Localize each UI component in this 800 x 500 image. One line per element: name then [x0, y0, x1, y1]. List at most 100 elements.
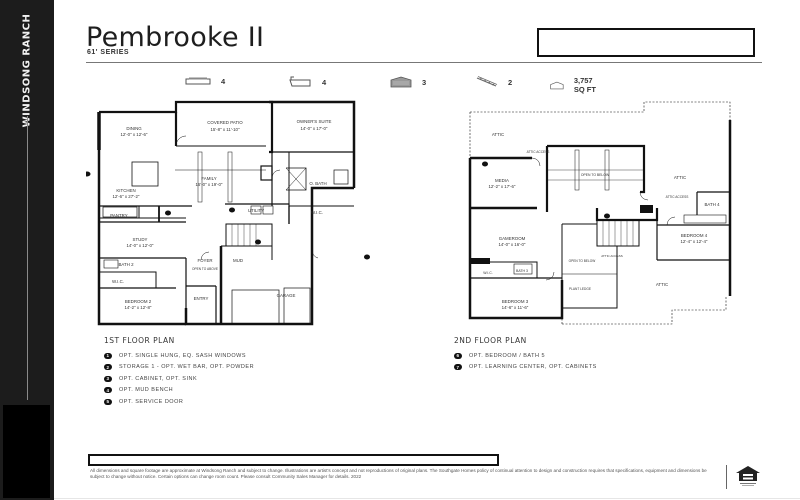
room-media-label: MEDIA — [495, 178, 509, 183]
legend-number-badge: 4 — [104, 387, 112, 394]
option-markers — [86, 171, 370, 260]
room-dining-label: DINING — [126, 126, 142, 131]
room-bath4-label: BATH 4 — [704, 202, 720, 207]
room-attic-ne-label: ATTIC — [674, 175, 686, 180]
room-attic-nw-label: ATTIC — [492, 132, 504, 137]
header-divider — [86, 62, 762, 63]
stat-bathrooms: 4 — [288, 76, 326, 88]
first-floor-legend: 1ST FLOOR PLAN 1 OPT. SINGLE HUNG, EQ. SA… — [104, 336, 254, 408]
room-bedroom4-label: BEDROOM 4 — [681, 233, 708, 238]
room-pantry-label: PANTRY — [110, 213, 127, 218]
legend-number-badge: 1 — [104, 352, 112, 359]
bathtub-icon — [289, 76, 311, 87]
brand-name: WINDSONG RANCH — [14, 10, 40, 130]
room-patio-dims: 15'-8" x 11'-10" — [210, 127, 240, 132]
legend-title: 2ND FLOOR PLAN — [454, 336, 527, 345]
room-bedroom3-dims: 14'-6" x 11'-6" — [502, 305, 529, 310]
legend-item: 1 OPT. SINGLE HUNG, EQ. SASH WINDOWS — [104, 350, 254, 362]
room-bedroom3-label: BEDROOM 3 — [502, 299, 529, 304]
legend-text: OPT. SINGLE HUNG, EQ. SASH WINDOWS — [119, 352, 247, 359]
room-bath2-label: BATH 2 — [118, 262, 134, 267]
room-plant-ledge-label: PLANT LEDGE — [569, 287, 591, 291]
footer-placeholder-box — [88, 454, 499, 466]
room-bedroom4-dims: 12'-4" x 12'-4" — [680, 239, 707, 244]
legend-text: OPT. BEDROOM / BATH 5 — [469, 352, 546, 359]
stat-square-footage: 3,757 SQ FT — [550, 76, 601, 94]
option-markers — [482, 161, 610, 219]
room-attic-access-1-label: ATTIC ACCESS — [527, 150, 550, 154]
plan-series: 61' SERIES — [87, 49, 130, 56]
room-bedroom2-dims: 14'-2" x 12'-8" — [124, 305, 151, 310]
brand-sidebar: WINDSONG RANCH — [0, 0, 54, 500]
legend-text: OPT. MUD BENCH — [119, 387, 174, 394]
room-bedroom2-label: BEDROOM 2 — [125, 299, 152, 304]
brand-label: WINDSONG RANCH — [21, 13, 33, 127]
room-dining-dims: 12'-0" x 12'-6" — [120, 132, 147, 137]
legend-number-badge: 6 — [454, 352, 462, 359]
stairs-icon — [476, 76, 498, 87]
stat-value: 2 — [508, 77, 513, 87]
plan-title: Pembrooke II — [86, 22, 265, 53]
room-kitchen-dims: 12'-6" x 27'-2" — [112, 194, 139, 199]
room-media-dims: 12'-2" x 17'-6" — [488, 184, 515, 189]
legend-item: 5 OPT. SERVICE DOOR — [104, 396, 254, 408]
sidebar-rule — [27, 116, 28, 400]
equal-housing-icon — [734, 465, 762, 487]
legend-number-badge: 5 — [104, 398, 112, 405]
stat-value: 4 — [221, 76, 226, 86]
room-wic3-label: W.I.C. — [483, 271, 493, 275]
room-gameroom-label: GAMEROOM — [499, 236, 526, 241]
legend-item: 7 OPT. LEARNING CENTER, OPT. CABINETS — [454, 362, 597, 374]
legend-text: OPT. LEARNING CENTER, OPT. CABINETS — [469, 364, 597, 371]
stat-garage: 3 — [390, 76, 426, 88]
stat-stories: 2 — [476, 76, 512, 88]
room-foyer-label: FOYER — [197, 258, 212, 263]
room-study-dims: 14'-0" x 12'-0" — [126, 243, 153, 248]
room-open-above-label: OPEN TO ABOVE — [192, 267, 218, 271]
header-placeholder-box — [537, 28, 755, 57]
legend-item: 3 OPT. CABINET, OPT. SINK — [104, 373, 254, 385]
room-open-below-1-label: OPEN TO BELOW — [581, 173, 610, 177]
stat-value: 4 — [322, 77, 327, 87]
stat-value: 3 — [422, 77, 427, 87]
room-obath-label: O. BATH — [309, 181, 326, 186]
room-mud-label: MUD — [233, 258, 243, 263]
room-patio-label: COVERED PATIO — [207, 120, 243, 125]
garage-icon — [390, 76, 412, 88]
legend-item: 6 OPT. BEDROOM / BATH 5 — [454, 350, 597, 362]
room-study-label: STUDY — [133, 237, 148, 242]
disclaimer-text: All dimensions and square footage are ap… — [90, 468, 707, 479]
room-wic-label: W.I.C. — [311, 210, 323, 215]
legend-text: OPT. CABINET, OPT. SINK — [119, 375, 198, 382]
legend-number-badge: 3 — [104, 375, 112, 382]
legend-title: 1ST FLOOR PLAN — [104, 336, 175, 345]
second-floor-plan: ATTIC ATTIC ACCESS MEDIA 12'-2" x 17'-6"… — [462, 100, 742, 332]
room-owners-suite-label: OWNER'S SUITE — [297, 119, 332, 124]
room-bath3-label: BATH 3 — [516, 269, 528, 273]
legend-item: 4 OPT. MUD BENCH — [104, 385, 254, 397]
room-open-below-2-label: OPEN TO BELOW — [569, 259, 596, 263]
room-utility-label: UTILITY — [248, 208, 264, 213]
bed-icon — [185, 77, 211, 85]
legend-text: STORAGE 1 - OPT. WET BAR, OPT. POWDER — [119, 364, 255, 371]
room-attic-access-3-label: ATTIC ACCESS — [601, 254, 622, 258]
stat-bedrooms: 4 — [185, 76, 225, 86]
room-owners-suite-dims: 14'-0" x 17'-0" — [300, 126, 327, 131]
legend-number-badge: 7 — [454, 364, 462, 371]
room-attic-se-label: ATTIC — [656, 282, 668, 287]
room-entry-label: ENTRY — [194, 296, 209, 301]
first-floor-plan: DINING 12'-0" x 12'-6" COVERED PATIO 15'… — [86, 100, 386, 332]
room-garage-label: GARAGE — [277, 293, 296, 298]
room-kitchen-label: KITCHEN — [116, 188, 135, 193]
room-wic2-label: W.I.C. — [112, 279, 124, 284]
room-attic-access-2-label: ATTIC ACCESS — [666, 195, 689, 199]
legend-text: OPT. SERVICE DOOR — [119, 398, 184, 405]
house-icon — [550, 81, 564, 89]
room-gameroom-dims: 14'-0" x 16'-0" — [498, 242, 525, 247]
stat-value: 3,757 SQ FT — [573, 76, 596, 94]
room-family-dims: 16'-0" x 19'-0" — [195, 182, 222, 187]
page-bottom-rule — [54, 498, 800, 499]
sidebar-block — [3, 405, 50, 498]
